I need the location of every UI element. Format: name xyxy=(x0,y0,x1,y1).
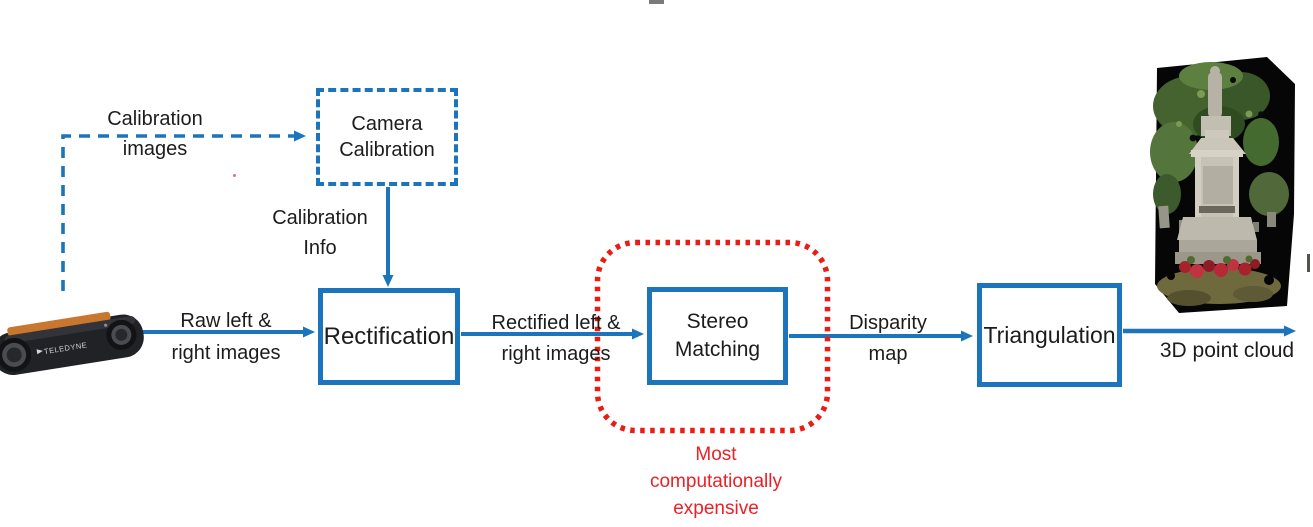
camera-calibration-box: Camera Calibration xyxy=(316,88,458,186)
calibration-info-label: Calibration Info xyxy=(272,207,368,259)
cropped-title-artifact xyxy=(649,0,664,4)
computational-cost-annotation: Most computationally expensive xyxy=(649,444,783,519)
rectification-box: Rectification xyxy=(318,288,460,385)
rectified-images-label: Rectified left & right images xyxy=(491,312,621,365)
flowers xyxy=(1179,255,1260,278)
camera-indicator-led xyxy=(104,323,108,327)
camera-calibration-label-line1: Camera xyxy=(351,112,423,135)
triangulation-label: Triangulation xyxy=(983,321,1116,348)
stereo-matching-label-line1: Stereo xyxy=(686,310,749,334)
camera-calibration-label-line2: Calibration xyxy=(339,139,435,161)
raw-images-label: Raw left & right images xyxy=(171,310,281,364)
stereo-matching-box: Stereo Matching xyxy=(647,287,788,385)
point-cloud-label: 3D point cloud xyxy=(1159,339,1295,362)
cropped-edge-artifact xyxy=(1307,254,1310,272)
stereo-camera-image: TELEDYNE xyxy=(0,311,144,376)
camera-brand-logo-icon xyxy=(36,349,43,355)
calibration-images-label: Calibration images xyxy=(107,108,203,160)
rectification-label: Rectification xyxy=(323,322,455,350)
stray-dot-artifact xyxy=(233,174,236,177)
triangulation-box: Triangulation xyxy=(977,283,1122,387)
point-cloud-image xyxy=(1150,57,1295,313)
stereo-matching-label-line2: Matching xyxy=(674,338,761,361)
disparity-map-label: Disparity map xyxy=(849,312,927,365)
